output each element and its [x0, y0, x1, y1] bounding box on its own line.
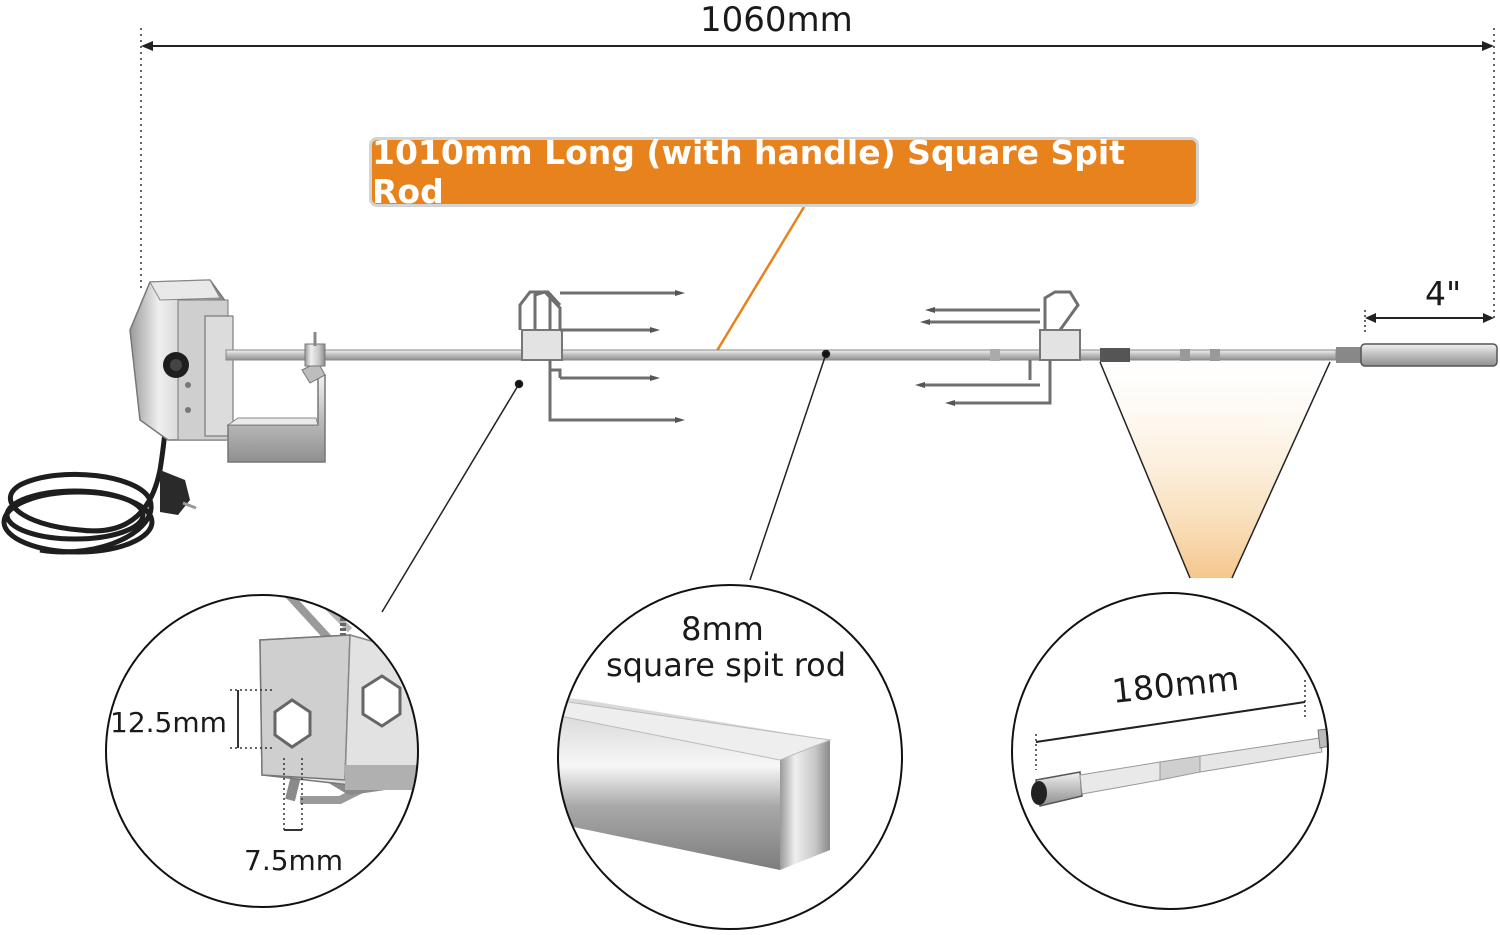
callout-pointer	[713, 206, 806, 355]
overall-dimension	[140, 28, 1495, 318]
hole-height-label: 12.5mm	[110, 706, 227, 739]
detail-square-rod	[557, 584, 903, 930]
right-fork	[925, 290, 1081, 405]
motor-bracket	[226, 361, 326, 463]
leader-lines	[381, 349, 831, 613]
spit-rod-callout: 1010mm Long (with handle) Square Spit Ro…	[369, 133, 1199, 211]
hole-width-label: 7.5mm	[244, 844, 344, 877]
spit-rod	[225, 343, 1498, 367]
detail-extension-rod	[1011, 592, 1329, 910]
motor-unit	[129, 279, 234, 441]
handle-length-label: 4"	[1425, 274, 1462, 313]
left-fork-tips	[650, 290, 685, 423]
spit-collar	[304, 332, 326, 367]
plug-icon	[160, 470, 197, 515]
left-fork	[518, 290, 675, 422]
detail-fork-bracket	[105, 594, 419, 908]
rod-type-label: square spit rod	[605, 646, 847, 684]
handle-dimension	[1364, 310, 1494, 334]
overall-length-label: 1060mm	[700, 0, 853, 40]
rod-size-label: 8mm	[681, 610, 764, 648]
power-cord	[1, 354, 175, 555]
zoom-glow	[1100, 362, 1330, 578]
right-fork-tips	[915, 307, 955, 406]
